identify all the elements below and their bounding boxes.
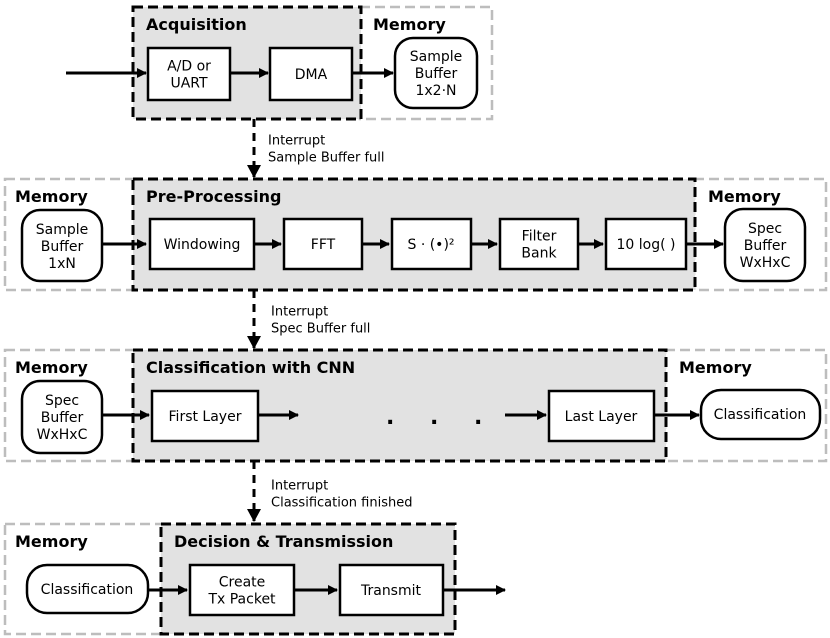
transmit-label: Transmit [360,583,422,599]
fft-label: FFT [311,237,336,253]
preproc-memory-in-title: Memory [15,187,88,206]
create-packet-block [188,563,296,617]
sample-buffer-2n [393,36,479,110]
layers-ellipsis: . . . [386,405,496,430]
acquisition-title: Acquisition [146,15,247,34]
preproc-memory-out-title: Memory [708,187,781,206]
classification-title: Classification with CNN [146,358,355,377]
preproc-memory-out-region [692,177,828,292]
log-block [604,217,688,271]
spec-buffer-in [20,379,104,455]
classification-memory-out [699,388,822,441]
dma-block [268,46,354,102]
interrupt-1-arrowhead [247,165,261,178]
acquisition-memory-title: Memory [373,15,446,34]
windowing-block [148,217,256,271]
spec-buffer-out [723,207,807,283]
cnn-memory-in-title: Memory [15,358,88,377]
magnitude-square-block [390,217,473,271]
adc-uart-block [146,46,232,102]
interrupt-2-arrowhead [247,336,261,349]
classification-memory-out-label: Classification [714,407,807,423]
log-label: 10 log( ) [617,237,676,253]
acquisition-memory-region [358,5,494,121]
classification-memory-in-label: Classification [41,582,134,598]
decision-title: Decision & Transmission [174,532,393,551]
transmit-block [338,563,445,617]
magnitude-square-label: S · (•)² [407,237,454,253]
fft-block [282,217,364,271]
first-layer-label: First Layer [169,409,242,425]
cnn-memory-out-title: Memory [679,358,752,377]
filter-bank-block [498,217,580,271]
interrupt-3-arrowhead [247,509,261,522]
dma-label: DMA [295,67,328,83]
decision-memory-title: Memory [15,532,88,551]
last-layer-label: Last Layer [565,409,638,425]
preprocessing-title: Pre-Processing [146,187,281,206]
windowing-label: Windowing [164,237,241,253]
